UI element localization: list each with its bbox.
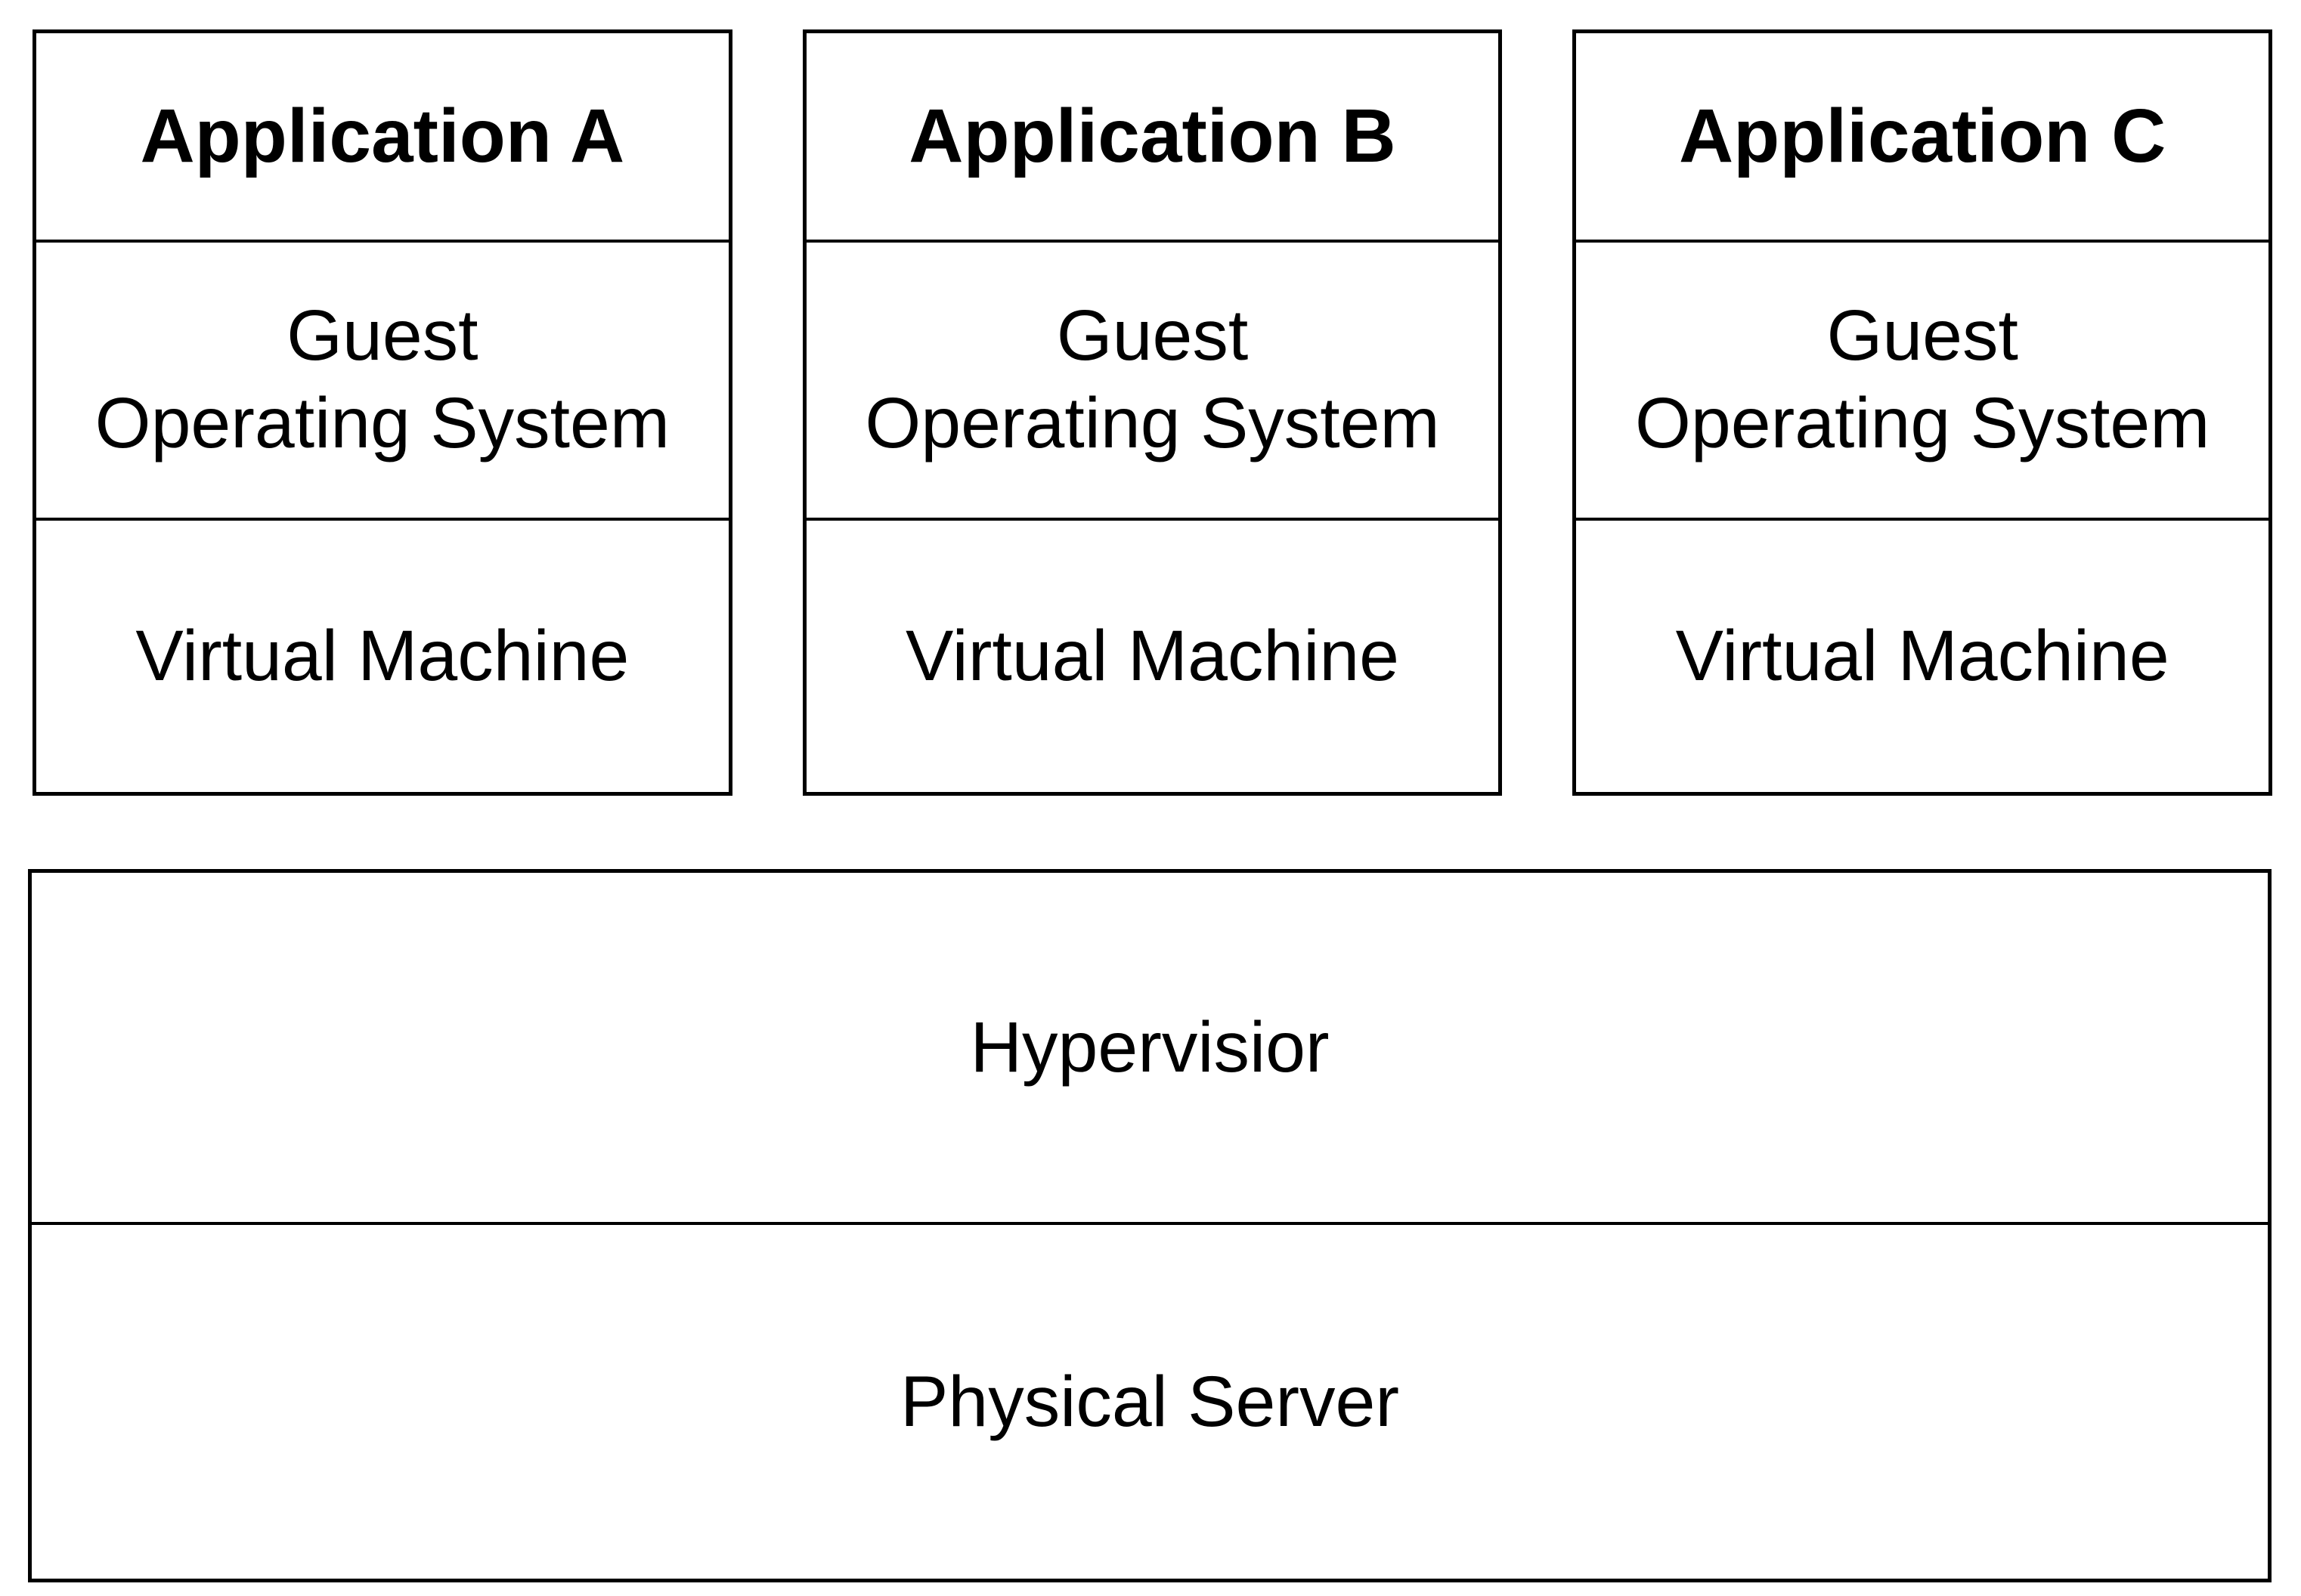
application-b-box: Application B — [909, 94, 1396, 179]
guest-os-box-c: Guest Operating System — [1576, 240, 2269, 517]
hypervisor-layer: Hypervisior — [970, 1007, 1330, 1087]
guest-os-box-a: Guest Operating System — [36, 240, 729, 517]
vm-stacks-row: Application A Guest Operating System Vir… — [33, 29, 2273, 796]
application-c-box: Application C — [1678, 94, 2166, 179]
application-a-box: Application A — [140, 94, 625, 179]
vm-stack-b: Application B Guest Operating System Vir… — [802, 29, 1503, 796]
vm-stack-a: Application A Guest Operating System Vir… — [33, 29, 732, 796]
virtual-machine-box-a: Virtual Machine — [36, 517, 729, 792]
physical-server-layer: Physical Server — [32, 1222, 2268, 1579]
guest-os-box-b: Guest Operating System — [806, 240, 1499, 517]
host-box: Hypervisior Physical Server — [28, 869, 2272, 1582]
virtual-machine-box-c: Virtual Machine — [1576, 517, 2269, 792]
vm-stack-c: Application C Guest Operating System Vir… — [1572, 29, 2273, 796]
virtual-machine-box-b: Virtual Machine — [806, 517, 1499, 792]
